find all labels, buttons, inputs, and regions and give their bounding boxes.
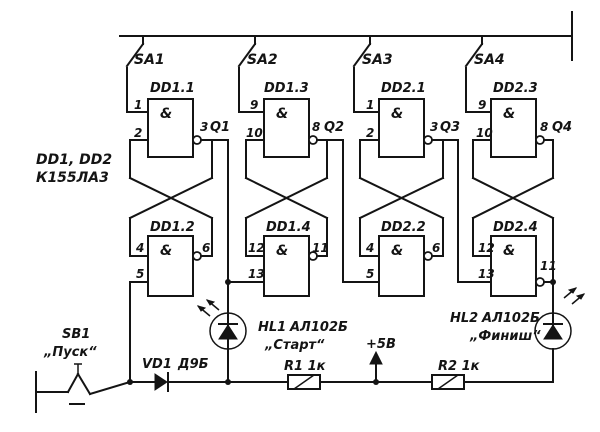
gate-name-dd1-4: DD1.4: [266, 220, 311, 235]
gate-dd1-1: [147, 98, 194, 158]
bottom-rail: SB1 „Пуск“ VD1 Д9Б R1 1к +5В R2 1к: [35, 281, 554, 413]
gate-symbol-dd1-3: &: [276, 106, 288, 122]
led2-ref: HL2: [450, 311, 478, 326]
flip-flop-3: DD2.1 & 1 2 3 Q3 DD2.2 & 4 5 6: [342, 81, 460, 297]
gate-dd2-3: [490, 98, 537, 158]
pin-dd2-4-b: 13: [478, 267, 495, 281]
pin-dd2-2-b: 5: [366, 267, 374, 281]
gate-dd2-2: [378, 235, 425, 297]
pin-dd2-1-a: 1: [366, 98, 374, 112]
resistor-r2-label: R2 1к: [438, 359, 481, 374]
gate-symbol-dd1-1: &: [160, 106, 172, 122]
pin-dd1-4-b: 13: [248, 267, 265, 281]
gate-dd2-4: [490, 235, 537, 297]
switch-sa3: SA3: [352, 42, 393, 113]
pin-dd1-1-a: 1: [134, 98, 142, 112]
flip-flop-1: DD1.1 & 1 2 3 Q1 DD1.2 & 4 5 6: [126, 81, 230, 297]
pin-dd1-2-out: 6: [202, 241, 210, 255]
switch-sa2: SA2: [237, 42, 278, 113]
pin-dd1-3-out: 8: [312, 120, 320, 134]
led1-part: АЛ102Б: [289, 320, 348, 335]
supply-label: +5В: [366, 337, 396, 352]
gate-symbol-dd1-2: &: [160, 243, 172, 259]
pin-dd1-2-a: 4: [135, 241, 144, 255]
pin-dd1-4-a: 12: [248, 241, 265, 255]
switch-sa4: SA4: [464, 42, 505, 113]
led2-label: „Финиш“: [469, 329, 541, 344]
output-label-q2: Q2: [324, 120, 344, 135]
gate-name-dd1-2: DD1.2: [150, 220, 195, 235]
gate-name-dd2-2: DD2.2: [381, 220, 426, 235]
interstage-wiring: [211, 139, 556, 381]
pin-dd2-1-b: 2: [366, 126, 374, 140]
pin-dd2-2-a: 4: [365, 241, 374, 255]
gate-symbol-dd2-4: &: [503, 243, 515, 259]
led1-ref: HL1: [258, 320, 286, 335]
pin-dd2-3-a: 9: [478, 98, 486, 112]
gate-name-dd1-1: DD1.1: [150, 81, 195, 96]
switch-label-sa2: SA2: [247, 52, 278, 68]
button-ref: SB1: [62, 327, 90, 342]
led-hl2: HL2 АЛ102Б „Финиш“: [450, 287, 586, 350]
switch-label-sa4: SA4: [474, 52, 505, 68]
gate-dd2-1: [378, 98, 425, 158]
pin-dd2-3-b: 10: [476, 126, 493, 140]
led-hl1: HL1 АЛ102Б „Старт“: [196, 299, 348, 353]
diode-part: Д9Б: [177, 357, 209, 372]
switch-sa1: SA1: [125, 42, 165, 113]
pin-dd2-4-out: 11: [540, 259, 557, 273]
pin-dd1-3-b: 10: [246, 126, 263, 140]
gate-name-dd2-1: DD2.1: [381, 81, 426, 96]
pin-dd1-4-out: 11: [312, 241, 329, 255]
gate-symbol-dd1-4: &: [276, 243, 288, 259]
gate-name-dd2-4: DD2.4: [493, 220, 538, 235]
gate-symbol-dd2-2: &: [391, 243, 403, 259]
pin-dd1-1-out: 3: [200, 120, 208, 134]
pin-dd1-3-a: 9: [250, 98, 258, 112]
chip-note-line1: DD1, DD2: [36, 152, 112, 168]
chip-note-line2: К155ЛА3: [36, 170, 109, 186]
resistor-r1-label: R1 1к: [284, 359, 327, 374]
gate-dd1-2: [147, 235, 194, 297]
switch-label-sa1: SA1: [134, 52, 165, 68]
pin-dd1-2-b: 5: [136, 267, 144, 281]
top-bus: [119, 11, 573, 61]
button-label: „Пуск“: [43, 345, 97, 360]
gate-symbol-dd2-1: &: [391, 106, 403, 122]
flip-flop-4: DD2.3 & 9 10 8 Q4 DD2.4 & 12 13 11: [457, 81, 572, 297]
pin-dd2-1-out: 3: [430, 120, 438, 134]
gate-symbol-dd2-3: &: [503, 106, 515, 122]
pin-dd2-2-out: 6: [432, 241, 440, 255]
output-label-q1: Q1: [210, 120, 230, 135]
switch-label-sa3: SA3: [362, 52, 393, 68]
pin-dd2-3-out: 8: [540, 120, 548, 134]
flip-flop-2: DD1.3 & 9 10 8 Q2 DD1.4 & 12 13 11: [227, 81, 344, 297]
led1-label: „Старт“: [264, 338, 325, 353]
gate-dd1-3: [263, 98, 310, 158]
pin-dd2-4-a: 12: [478, 241, 495, 255]
diode-ref: VD1: [142, 357, 172, 372]
output-label-q4: Q4: [552, 120, 572, 135]
pin-dd1-1-b: 2: [134, 126, 142, 140]
output-label-q3: Q3: [440, 120, 460, 135]
gate-name-dd1-3: DD1.3: [264, 81, 309, 96]
led2-part: АЛ102Б: [481, 311, 540, 326]
gate-dd1-4: [263, 235, 310, 297]
gate-name-dd2-3: DD2.3: [493, 81, 538, 96]
